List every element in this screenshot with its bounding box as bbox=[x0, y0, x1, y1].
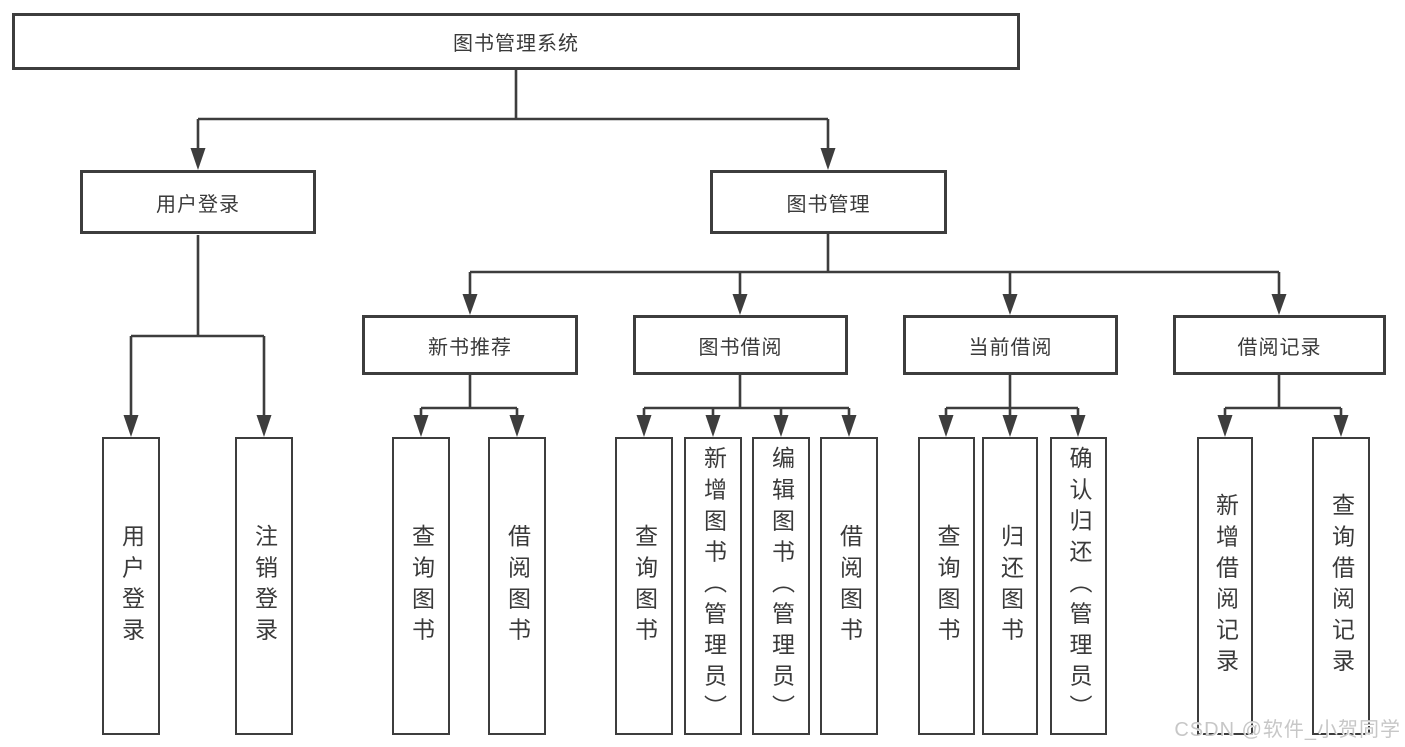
node-new-book-recommend: 新书推荐 bbox=[362, 315, 578, 375]
leaf-records-query-record: 查询借阅记录 bbox=[1312, 437, 1370, 735]
node-borrow-records: 借阅记录 bbox=[1173, 315, 1386, 375]
csdn-watermark: CSDN @软件_小贺同学 bbox=[1174, 719, 1401, 741]
leaf-borrow-query-books: 查询图书 bbox=[615, 437, 673, 735]
leaf-recommend-borrow-books: 借阅图书 bbox=[488, 437, 546, 735]
leaf-records-add-record: 新增借阅记录 bbox=[1197, 437, 1253, 735]
leaf-logout-login: 注销登录 bbox=[235, 437, 293, 735]
node-user-login: 用户登录 bbox=[80, 170, 316, 234]
leaf-borrow-add-books-admin: 新增图书（管理员） bbox=[684, 437, 742, 735]
arrowheads bbox=[123, 148, 1349, 437]
node-current-borrow: 当前借阅 bbox=[903, 315, 1118, 375]
leaf-recommend-query-books: 查询图书 bbox=[392, 437, 450, 735]
node-root-book-management-system: 图书管理系统 bbox=[12, 13, 1020, 70]
leaf-borrow-edit-books-admin: 编辑图书（管理员） bbox=[752, 437, 810, 735]
node-book-management: 图书管理 bbox=[710, 170, 947, 234]
leaf-current-confirm-return-admin: 确认归还（管理员） bbox=[1050, 437, 1107, 735]
leaf-borrow-borrow-books: 借阅图书 bbox=[820, 437, 878, 735]
leaf-current-query-books: 查询图书 bbox=[918, 437, 975, 735]
node-book-borrow: 图书借阅 bbox=[633, 315, 848, 375]
leaf-current-return-books: 归还图书 bbox=[982, 437, 1038, 735]
leaf-user-login: 用户登录 bbox=[102, 437, 160, 735]
